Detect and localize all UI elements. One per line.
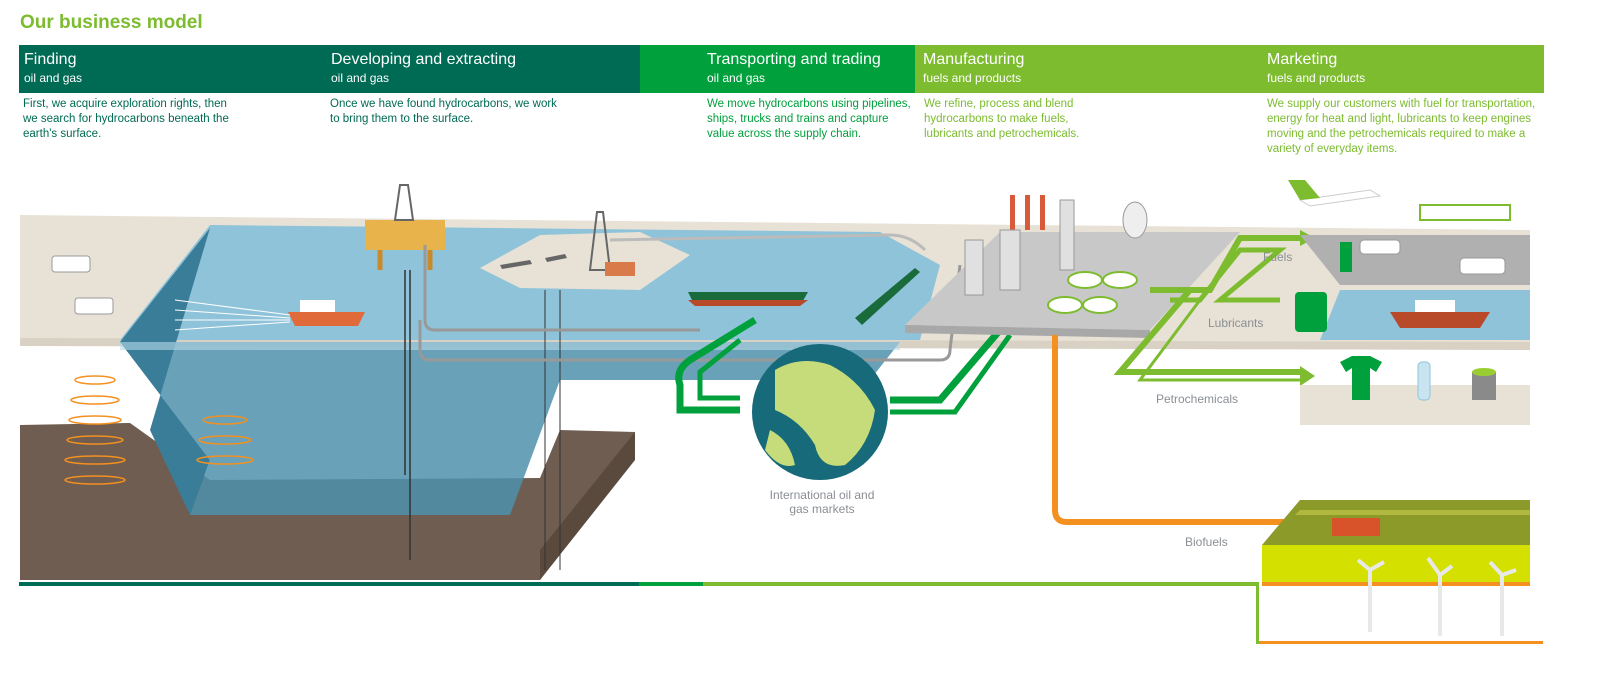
lubricants-arrow (1170, 247, 1287, 303)
header-marketing: Marketing fuels and products (1258, 45, 1544, 93)
bottom-bar-trading (639, 582, 703, 586)
lubricants-label: Lubricants (1208, 316, 1264, 330)
tanker-hull (688, 300, 808, 306)
desc-transporting: We move hydrocarbons using pipelines, sh… (707, 98, 911, 140)
seismic-streamers (174, 299, 291, 331)
tshirt-icon (1340, 356, 1382, 400)
survey-ship-cabin (300, 300, 335, 312)
fuel-station-canopy (1419, 204, 1511, 221)
paint-can-top (1472, 368, 1496, 376)
stage-name: Developing and extracting (331, 51, 517, 68)
header-finding: Finding oil and gas (19, 45, 325, 93)
stage-sub: oil and gas (707, 71, 766, 85)
petrochemicals-label: Petrochemicals (1156, 392, 1239, 406)
platform-derrick (393, 184, 415, 221)
wind-turbine-icon (1356, 556, 1517, 636)
airplane-icon (1298, 189, 1382, 207)
desc-developing: Once we have found hydrocarbons, we work… (330, 98, 557, 125)
stage-sub: fuels and products (1267, 71, 1366, 85)
water-front (120, 342, 900, 350)
car-icon (1459, 257, 1506, 275)
biofuels-flow (1052, 335, 1300, 525)
rock-side (540, 432, 635, 580)
desc-marketing: We supply our customers with fuel for tr… (1267, 98, 1536, 155)
pump-jack-icon (500, 254, 567, 269)
stage-name: Transporting and trading (707, 51, 881, 68)
stage-sub: fuels and products (923, 71, 1022, 85)
water-volume (120, 342, 900, 515)
survey-truck-icon (51, 255, 91, 273)
water-bottle-icon (1417, 361, 1431, 401)
spherical-tank (1122, 201, 1148, 239)
fuel-pump-icon (1340, 242, 1352, 272)
car-icon (1359, 239, 1401, 255)
refinery-stacks (1010, 195, 1045, 230)
green-field (1262, 545, 1530, 582)
platform-legs (377, 250, 433, 270)
stage-sub: oil and gas (24, 71, 83, 85)
paint-can-icon (1472, 372, 1496, 400)
bottom-bar-upstream (19, 582, 639, 586)
bottom-bar-vertical (1256, 582, 1259, 644)
water-wall (120, 228, 210, 515)
pipeline (423, 245, 700, 332)
tug-boat-icon (1390, 312, 1490, 328)
survey-truck-icon (74, 297, 114, 315)
header-transporting: Transporting and trading oil and gas (640, 45, 915, 93)
combine-harvester-icon (1332, 518, 1380, 536)
bottom-bar-biofuels (1259, 641, 1543, 644)
airplane-tail (1288, 180, 1320, 200)
globe-continents (765, 430, 795, 466)
stage-name: Finding (24, 51, 77, 68)
petrochemicals-arrow (1113, 288, 1300, 375)
petrochemicals-arrow (1137, 299, 1300, 382)
pipeline (609, 233, 927, 252)
onshore-rig-icon (588, 211, 612, 271)
refinery-deck (905, 325, 1150, 338)
island (480, 232, 690, 290)
risers (404, 270, 411, 560)
page-title: Our business model (20, 12, 203, 33)
lubricant-bottle-icon (1295, 292, 1327, 332)
tug-boat-cabin (1415, 300, 1455, 312)
trade-arrow (675, 317, 757, 414)
survey-ship-icon (288, 312, 365, 326)
fuels-label: Fuels (1263, 250, 1293, 264)
storage-container (605, 262, 635, 276)
seismic-waves (64, 375, 254, 485)
crop-rows (1295, 510, 1530, 515)
arrow-head (1300, 366, 1315, 386)
trade-arrow (890, 327, 1003, 404)
storage-tanks (1047, 271, 1138, 314)
markets-label: International oil and gas markets (769, 488, 875, 516)
desc-manufacturing: We refine, process and blend hydrocarbon… (924, 98, 1080, 140)
stage-name: Marketing (1267, 51, 1338, 68)
tanker-icon (855, 268, 920, 325)
trade-arrow (890, 333, 1013, 415)
crop-field (1262, 500, 1530, 545)
bottom-bar-downstream (703, 582, 1258, 586)
biofuels-label: Biofuels (1185, 535, 1228, 549)
trade-arrow (697, 338, 742, 401)
fuels-arrow (1150, 235, 1300, 293)
field-edge (1262, 582, 1530, 586)
refinery-towers (964, 199, 1075, 296)
oil-platform-icon (365, 220, 445, 250)
globe-continents (775, 361, 875, 466)
header-manufacturing: Manufacturing fuels and products (915, 45, 1258, 93)
wells (544, 290, 561, 570)
stage-sub: oil and gas (331, 71, 390, 85)
header-developing: Developing and extracting oil and gas (325, 45, 640, 93)
desc-finding: First, we acquire exploration rights, th… (23, 98, 229, 140)
stage-name: Manufacturing (923, 51, 1025, 68)
